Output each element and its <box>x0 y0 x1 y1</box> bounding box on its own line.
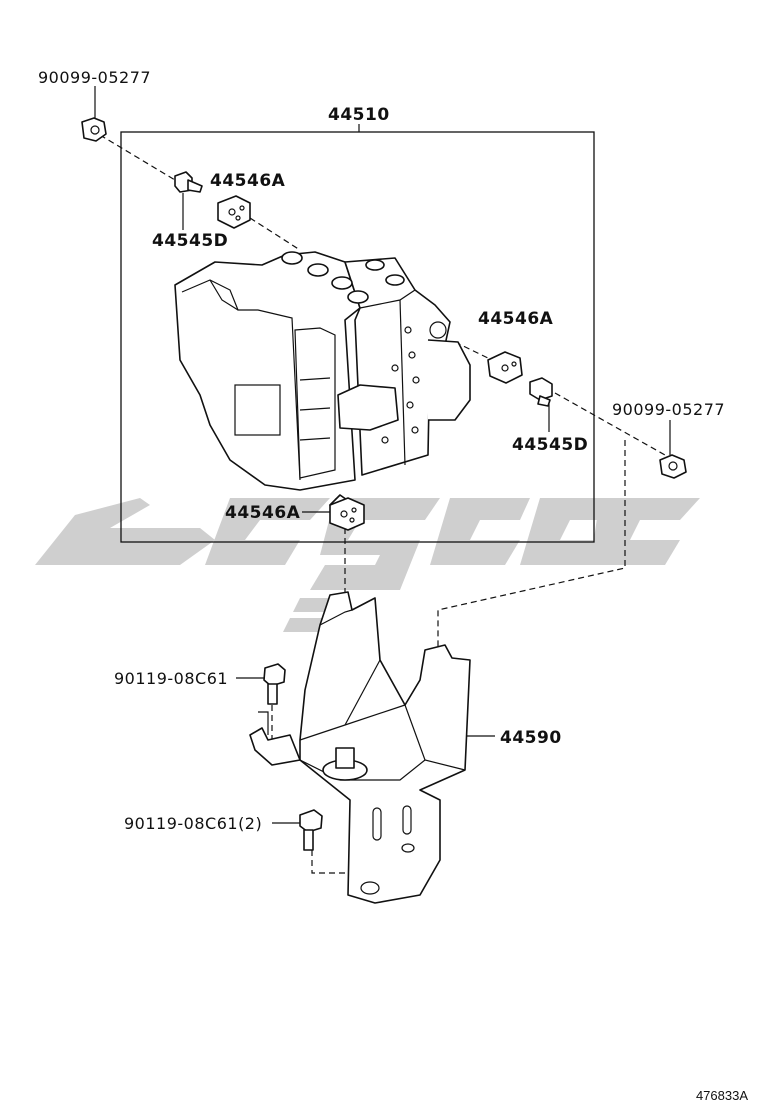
label-bolt-top-left: 90099-05277 <box>38 68 151 87</box>
figure-id: 476833A <box>696 1088 748 1103</box>
bolt-icon-bracket-lower <box>299 809 323 851</box>
bracket-icon <box>249 591 471 904</box>
label-bracket-bolt-lower: 90119-08C61(2) <box>124 814 262 833</box>
connector-plug-right <box>554 392 666 456</box>
label-assembly: 44510 <box>328 105 390 125</box>
assembly-outline-box <box>120 131 595 543</box>
connector-bolt-right-to-bracket <box>437 440 626 652</box>
plug-icon-upper <box>174 171 203 193</box>
label-bracket-bolt-upper: 90119-08C61 <box>114 669 228 688</box>
connector-cap-right <box>454 341 493 361</box>
watermark-logo <box>35 498 700 632</box>
label-cap-bottom: 44546A <box>225 503 301 523</box>
cap-icon-right <box>487 351 523 384</box>
abs-actuator-body <box>174 251 471 513</box>
cap-icon-upper <box>217 195 251 229</box>
cap-icon-bottom <box>329 497 365 531</box>
bolt-icon-bracket-upper <box>263 663 286 705</box>
bolt-icon-right <box>659 454 687 479</box>
label-bolt-right: 90099-05277 <box>612 400 725 419</box>
connector-bolt-bracket-lower <box>311 850 369 888</box>
label-bracket: 44590 <box>500 728 562 748</box>
connector-cap-upper <box>249 217 301 251</box>
label-cap-right: 44546A <box>478 309 554 329</box>
connector-bolt-left <box>99 134 176 181</box>
label-plug-right: 44545D <box>512 435 588 455</box>
plug-icon-right <box>529 377 553 407</box>
label-plug-upper: 44545D <box>152 231 228 251</box>
bolt-icon-top-left <box>81 117 107 142</box>
label-cap-upper: 44546A <box>210 171 286 191</box>
